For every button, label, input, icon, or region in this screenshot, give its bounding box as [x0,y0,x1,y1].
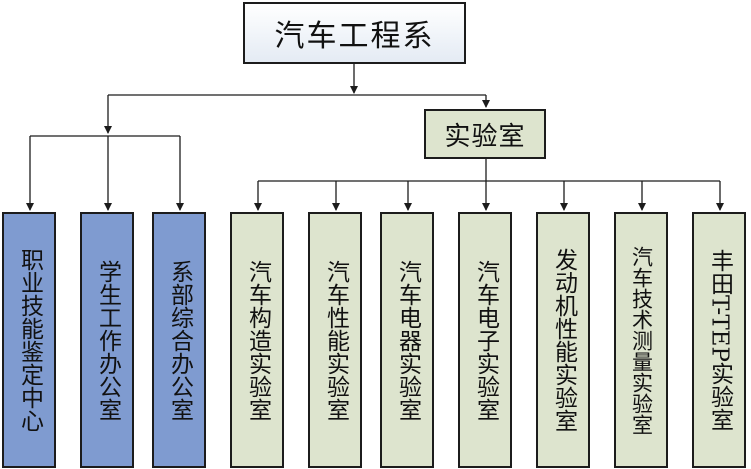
lab-node-toyota-tep: 丰田T-TEP实验室 [692,212,746,468]
lab-node-engine-performance: 发动机性能实验室 [536,212,590,468]
office-node-department-office: 系部综合办公室 [152,212,206,468]
lab-node-electronics: 汽车电子实验室 [458,212,512,468]
lab-node-structure: 汽车构造实验室 [230,212,284,468]
lab-node-electrical: 汽车电器实验室 [380,212,434,468]
lab-node-performance: 汽车性能实验室 [308,212,362,468]
office-node-student-affairs: 学生工作办公室 [80,212,134,468]
root-node: 汽车工程系 [243,2,466,64]
lab-node-measurement: 汽车技术测量实验室 [614,212,668,468]
lab-node: 实验室 [424,109,546,159]
office-node-skills-center: 职业技能鉴定中心 [2,212,56,468]
